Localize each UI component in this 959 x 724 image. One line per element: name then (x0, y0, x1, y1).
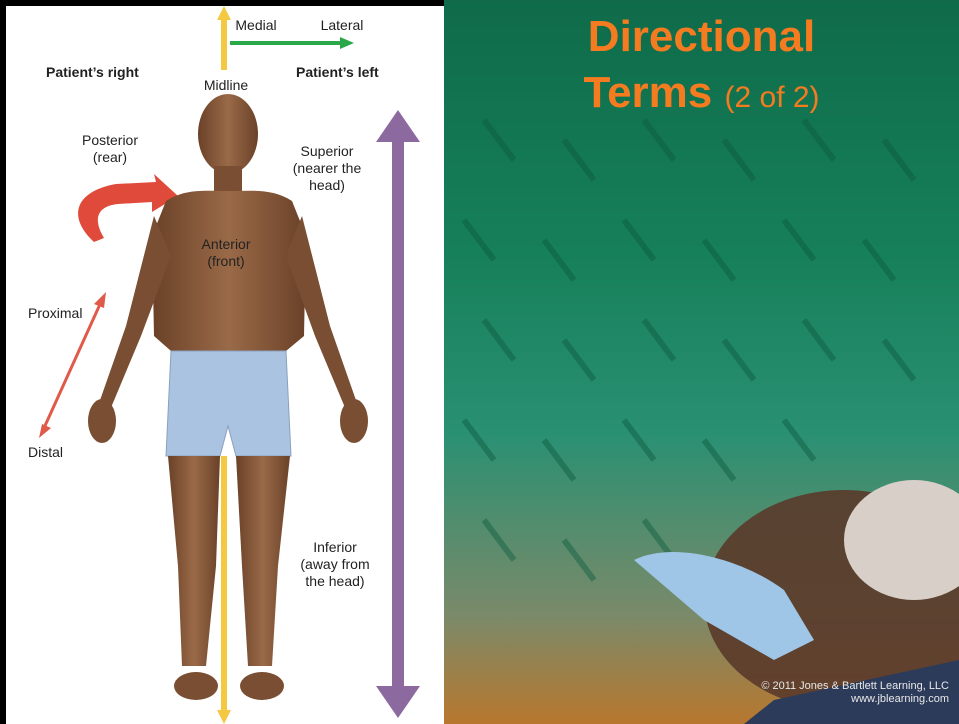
title-panel: Directional Terms (2 of 2) © 2011 Jones … (444, 0, 959, 724)
slide-title-suffix: (2 of 2) (725, 81, 820, 114)
inferior-sub2-label: the head) (290, 573, 380, 590)
patient-left-label: Patient’s left (296, 64, 379, 80)
superior-label: Superior (282, 143, 372, 160)
proximal-label: Proximal (28, 305, 94, 322)
anterior-label: Anterior (186, 236, 266, 253)
medial-lateral-arrow (230, 37, 354, 49)
anatomy-figure (6, 6, 444, 724)
superior-inferior-arrow (376, 110, 420, 718)
superior-sub2-label: head) (282, 177, 372, 194)
inferior-sub1-label: (away from (290, 556, 380, 573)
posterior-sub-label: (rear) (70, 149, 150, 166)
copyright-line2: www.jblearning.com (761, 693, 949, 706)
lateral-label: Lateral (312, 17, 372, 34)
anatomy-diagram-panel: Medial Lateral Patient’s right Patient’s… (6, 6, 444, 724)
slide-title-line1: Directional (444, 14, 959, 60)
inferior-label: Inferior (290, 539, 380, 556)
distal-label: Distal (28, 444, 88, 461)
superior-sub1-label: (nearer the (282, 160, 372, 177)
copyright: © 2011 Jones & Bartlett Learning, LLC ww… (761, 680, 949, 706)
copyright-line1: © 2011 Jones & Bartlett Learning, LLC (761, 680, 949, 693)
patient-right-label: Patient’s right (46, 64, 139, 80)
slide-title-line2: Terms (2 of 2) (444, 70, 959, 121)
medial-label: Medial (228, 17, 284, 34)
posterior-label: Posterior (70, 132, 150, 149)
midline-label: Midline (196, 77, 256, 94)
anterior-sub-label: (front) (186, 253, 266, 270)
slide-title-terms: Terms (583, 68, 712, 117)
